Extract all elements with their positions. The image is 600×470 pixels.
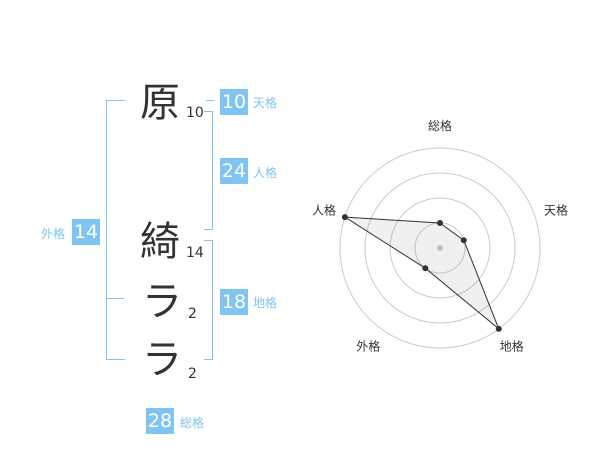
gaikaku-value: 14 [72, 219, 100, 245]
jinkaku-bracket [204, 111, 213, 230]
stroke-count-1: 10 [186, 105, 204, 121]
stroke-count-2: 14 [186, 245, 204, 261]
stroke-count-4: 2 [188, 366, 197, 382]
gaikaku-divider [106, 298, 124, 299]
chikaku-label: 地格 [253, 296, 278, 310]
tenkaku-label: 天格 [253, 96, 278, 110]
radar-axis-label-4: 人格 [312, 202, 336, 217]
radar-ring [339, 147, 541, 349]
name-char-3: ラ [142, 279, 182, 325]
tenkaku-connector [206, 100, 214, 101]
radar-point-0 [437, 220, 443, 226]
radar-point-3 [422, 265, 429, 272]
gaikaku-label: 外格 [41, 227, 66, 241]
stroke-count-3: 2 [188, 306, 197, 322]
radar-axis-label-1: 天格 [544, 202, 568, 217]
radar-point-2 [495, 325, 502, 332]
soukaku-value: 28 [146, 408, 174, 434]
radar-ring [389, 197, 491, 299]
name-char-1: 原 [140, 80, 180, 126]
name-char-4: ラ [142, 337, 182, 383]
radar-polygon [344, 216, 500, 330]
soukaku-label: 総格 [180, 416, 205, 430]
radar-center [437, 245, 443, 251]
radar-ring [364, 172, 516, 324]
radar-axis-label-2: 地格 [500, 339, 524, 354]
radar-point-1 [460, 237, 467, 244]
jinkaku-value: 24 [220, 158, 248, 184]
chikaku-bracket [204, 240, 213, 360]
name-char-2: 綺 [140, 219, 180, 265]
radar-axis-label-3: 外格 [356, 339, 380, 354]
gaikaku-bracket [106, 100, 125, 360]
jinkaku-label: 人格 [253, 166, 278, 180]
tenkaku-value: 10 [220, 89, 248, 115]
radar-axis-label-0: 総格 [428, 118, 452, 133]
radar-point-4 [341, 214, 348, 221]
chikaku-value: 18 [220, 289, 248, 315]
